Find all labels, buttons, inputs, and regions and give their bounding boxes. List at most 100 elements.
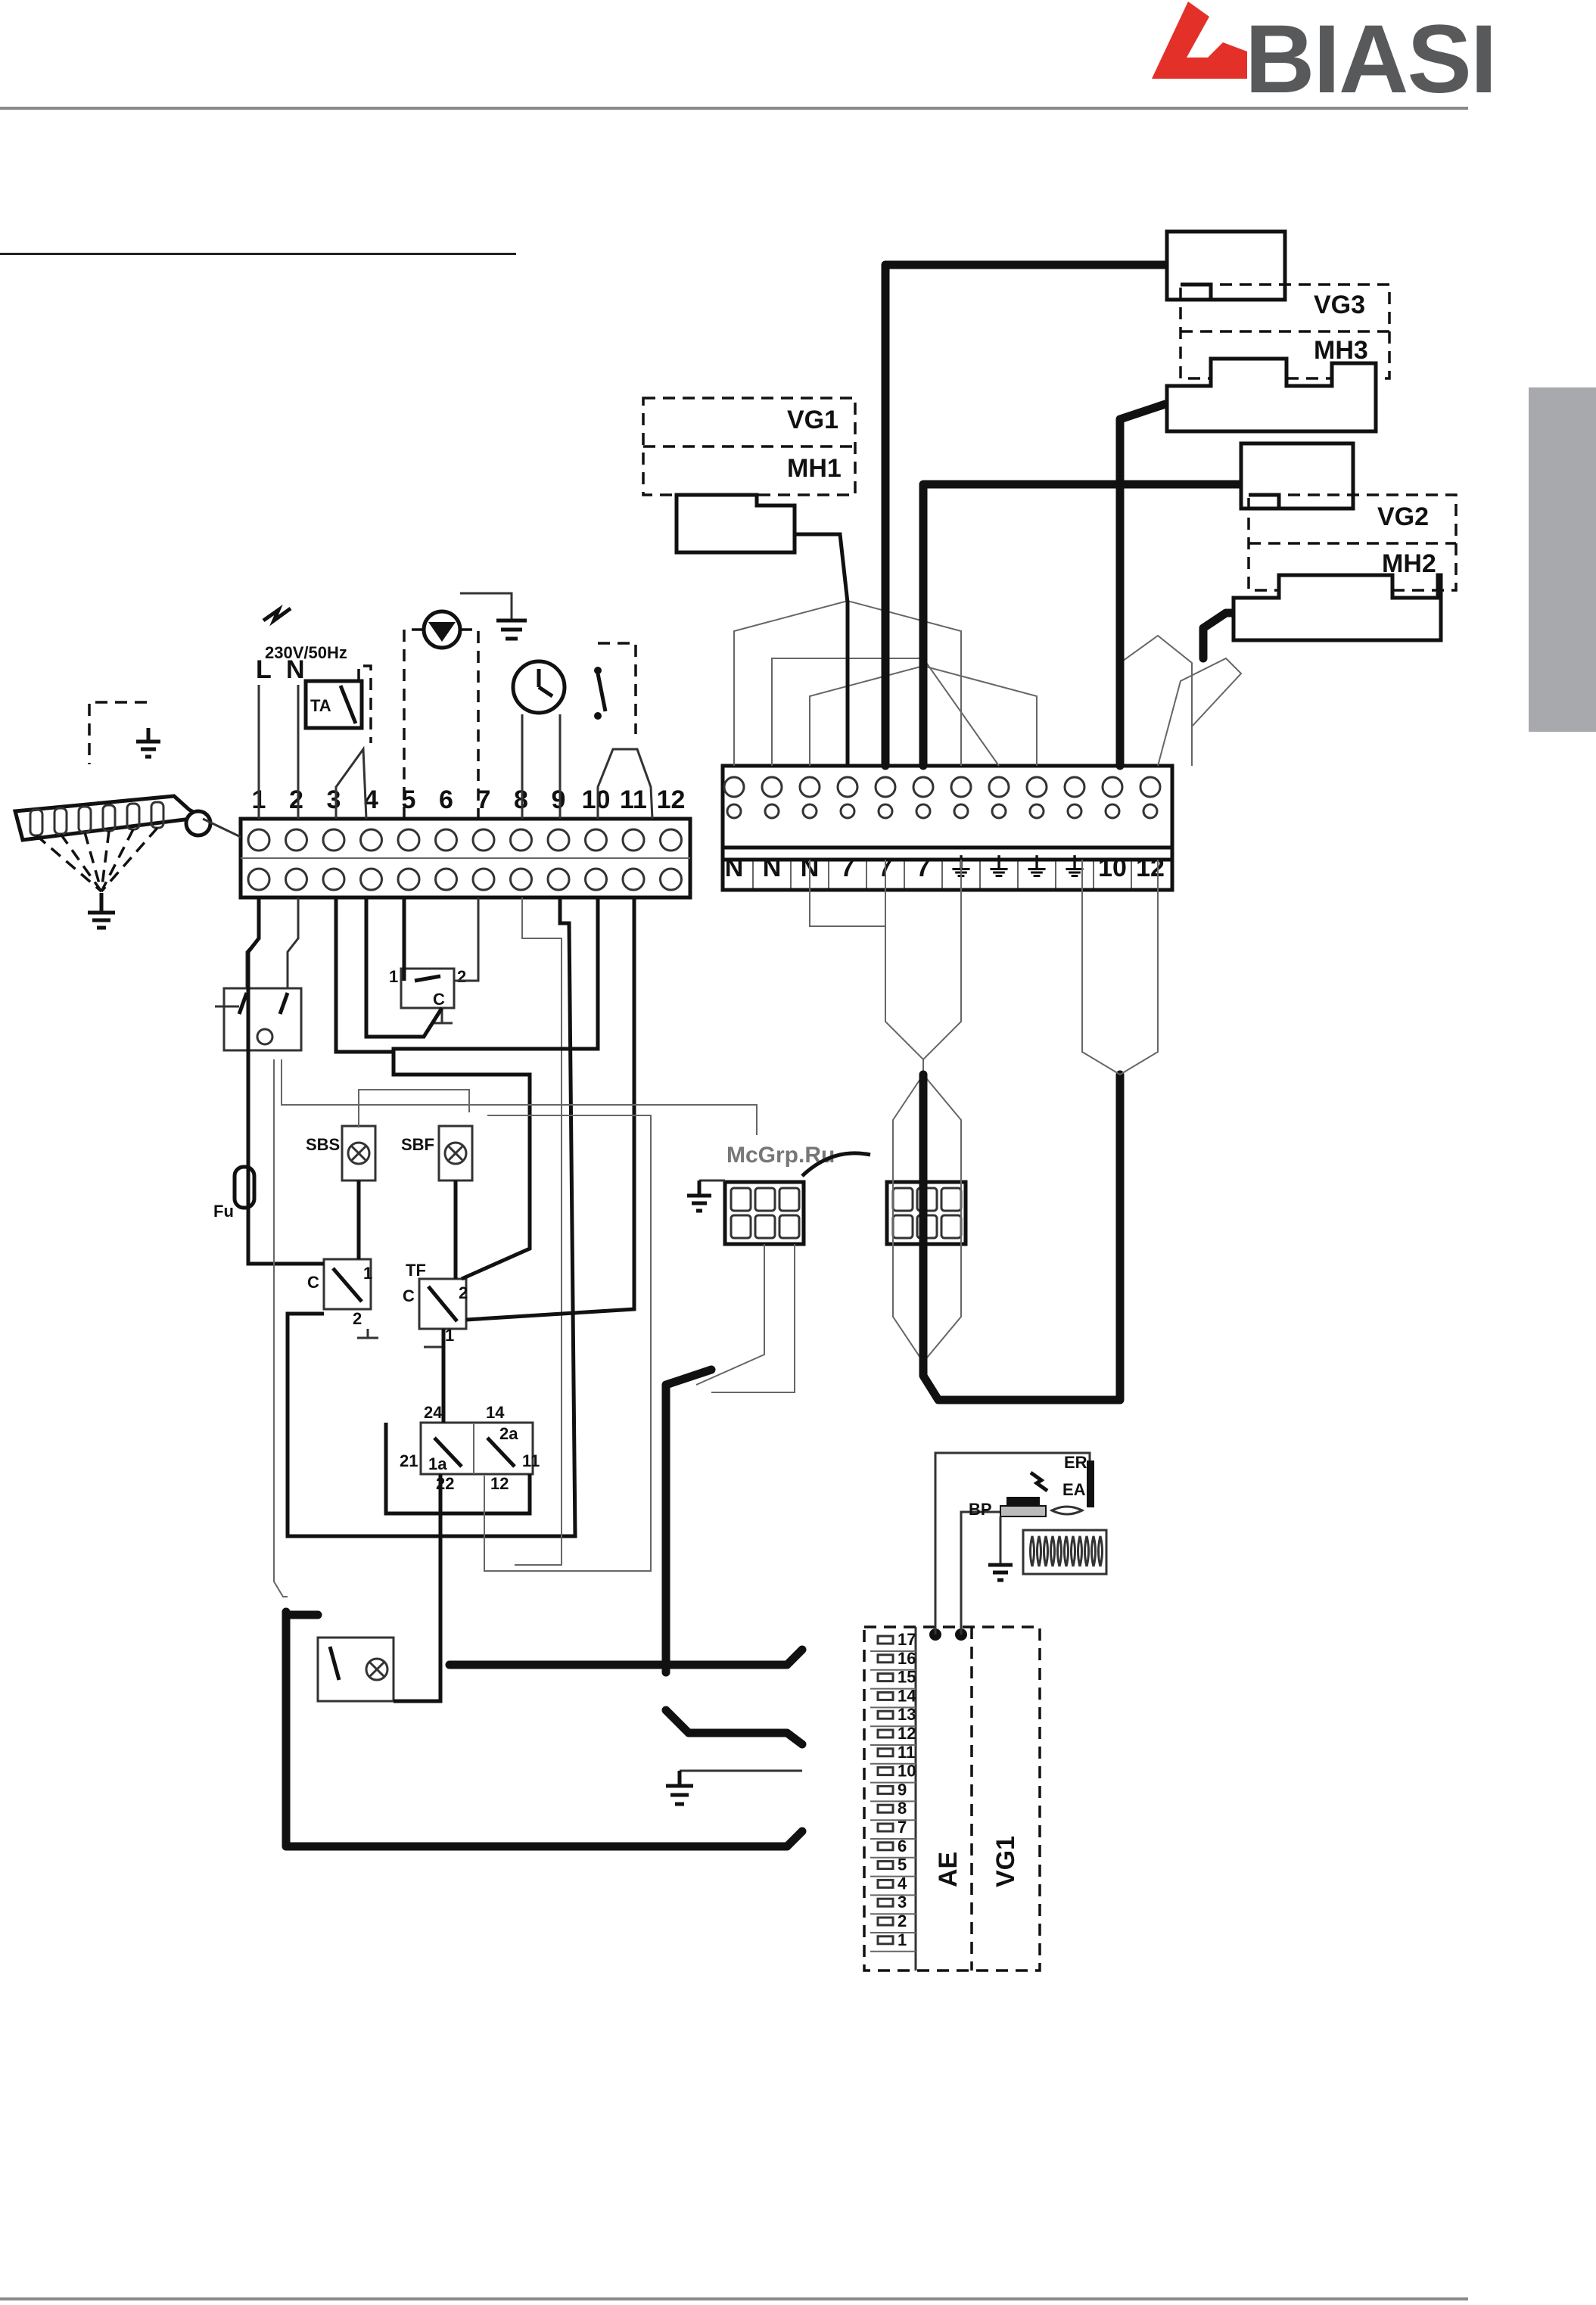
connector-left (687, 1180, 804, 1244)
flame-icon (1085, 1536, 1089, 1566)
ae-pin-label: 17 (898, 1630, 916, 1649)
terminal-screw (876, 777, 895, 797)
terminal-screw (800, 777, 820, 797)
pin-label: 2 (457, 967, 466, 986)
ae-pin-label: 14 (898, 1686, 916, 1705)
terminal-screw (361, 869, 382, 890)
flame-icon (1092, 1536, 1096, 1566)
ae-pin-slot (878, 1692, 893, 1700)
terminal-screw (661, 829, 682, 851)
sbs-label: SBS (306, 1135, 340, 1154)
valve-label: MH1 (787, 454, 842, 483)
terminal-screw (436, 869, 457, 890)
terminal-screw (724, 777, 744, 797)
terminal-screw (1030, 804, 1044, 818)
lightning-icon (263, 608, 291, 621)
terminal-screw (623, 829, 644, 851)
terminal-screw (1140, 777, 1160, 797)
main-terminal-label: 9 (552, 785, 566, 814)
ae-pin-label: 10 (898, 1762, 916, 1781)
ae-pin-label: 13 (898, 1705, 916, 1724)
main-terminal-label: 6 (439, 785, 453, 814)
terminal-screw (992, 804, 1006, 818)
ae-pin-slot (878, 1824, 893, 1831)
flame-icon (1065, 1536, 1069, 1566)
ae-pin-label: 9 (898, 1780, 907, 1799)
ae-pin-slot (878, 1862, 893, 1869)
connector-pin (755, 1215, 775, 1238)
connector-pin (779, 1188, 799, 1211)
flame-icon (1038, 1536, 1041, 1566)
supply-line-label: L (256, 655, 272, 684)
terminal-screw (954, 804, 968, 818)
terminal-screw (951, 777, 971, 797)
ae-pin-label: 7 (898, 1818, 907, 1837)
flame-icon (1072, 1536, 1075, 1566)
ae-pin-slot (878, 1786, 893, 1793)
ae-pin-label: 12 (898, 1724, 916, 1743)
connector-pin (779, 1215, 799, 1238)
main-terminal-label: 12 (657, 785, 686, 814)
ae-pin-label: 16 (898, 1649, 916, 1668)
ae-pin-slot (878, 1636, 893, 1644)
terminal-screw (398, 829, 419, 851)
common-label: C (307, 1273, 319, 1292)
terminal-screw (511, 829, 532, 851)
pin-label: 2 (353, 1309, 362, 1328)
burner-assembly: EA ER BP (969, 1453, 1106, 1580)
vg1-label: VG1 (991, 1836, 1020, 1887)
pin-label: 2 (459, 1283, 468, 1302)
terminal-screw (586, 829, 607, 851)
terminal-screw (511, 869, 532, 890)
ground-icon (89, 702, 160, 764)
connector-pin (941, 1215, 961, 1238)
flame-icon (1031, 1536, 1034, 1566)
er-label: ER (1064, 1453, 1087, 1472)
ae-pin-label: 5 (898, 1856, 907, 1874)
connector-pin (893, 1188, 913, 1211)
ae-pin-label: 3 (898, 1893, 907, 1912)
terminal-screw (765, 804, 779, 818)
flame-icon (1099, 1536, 1103, 1566)
pin-label: 14 (486, 1403, 505, 1422)
connector-pin (755, 1188, 775, 1211)
pin-label: 1 (389, 967, 398, 986)
pin-label: 21 (400, 1451, 418, 1470)
flame-icon (1058, 1536, 1062, 1566)
valve-vg1-mh1: VG1 MH1 (643, 398, 855, 552)
terminal-screw (916, 804, 930, 818)
ea-label: EA (1062, 1480, 1086, 1499)
pin-label: 1a (428, 1454, 447, 1473)
ae-pin-slot (878, 1880, 893, 1887)
terminal-screw (286, 869, 307, 890)
ae-pin-label: 4 (898, 1874, 907, 1893)
supply-voltage-label: 230V/50Hz (265, 643, 347, 662)
terminal-screw (398, 869, 419, 890)
heating-cable (15, 796, 241, 891)
ae-pin-slot (878, 1674, 893, 1681)
fuse-label: Fu (213, 1202, 234, 1221)
ae-pin-slot (878, 1655, 893, 1663)
flame-icon (1044, 1536, 1048, 1566)
spark-icon (1031, 1473, 1047, 1491)
connector-pin (893, 1215, 913, 1238)
ground-icon (88, 893, 115, 928)
ae-label: AE (934, 1852, 963, 1887)
main-terminal-label: 11 (620, 785, 647, 814)
pin-label: 1 (363, 1264, 372, 1283)
terminal-screw (1068, 804, 1081, 818)
ae-pin-label: 11 (898, 1743, 915, 1762)
ae-pin-slot (878, 1730, 893, 1737)
terminal-screw (623, 869, 644, 890)
ae-pin-slot (878, 1843, 893, 1850)
connector-pin (731, 1215, 751, 1238)
terminal-screw (1103, 777, 1122, 797)
common-label: C (433, 990, 445, 1009)
terminal-screw (661, 869, 682, 890)
pressure-switch-lamp (318, 1638, 394, 1701)
terminal-screw (762, 777, 782, 797)
supply-neutral-label: N (286, 655, 305, 684)
